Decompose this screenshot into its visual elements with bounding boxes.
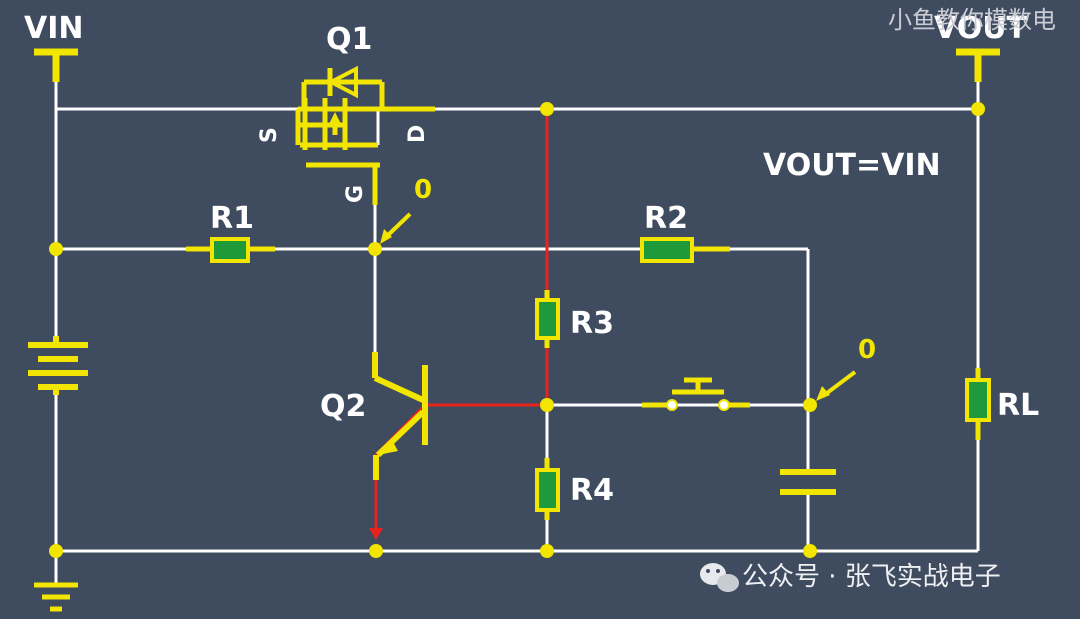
label-q1: Q1 xyxy=(326,22,372,57)
resistor-r3 xyxy=(535,290,560,348)
label-r4: R4 xyxy=(570,473,614,508)
ground-symbol xyxy=(34,582,78,612)
current-path xyxy=(374,109,549,532)
label-vout: VOUT xyxy=(934,11,1028,46)
label-vin: VIN xyxy=(24,11,84,46)
resistor-r1 xyxy=(186,237,275,263)
q2-transistor xyxy=(372,352,428,480)
wires xyxy=(54,80,980,583)
label-rl: RL xyxy=(997,388,1039,423)
equation-text: VOUT=VIN xyxy=(763,148,941,183)
node-g-value: 0 xyxy=(414,175,432,205)
footer-text: 公众号 · 张飞实战电子 xyxy=(742,562,1001,592)
resistor-r2 xyxy=(640,237,730,263)
watermark-text: 小鱼教你模数电 xyxy=(888,6,1056,34)
vin-terminal xyxy=(34,48,78,82)
label-d: D xyxy=(405,125,430,143)
label-q2: Q2 xyxy=(320,389,366,424)
battery xyxy=(28,336,88,395)
node-switch-value: 0 xyxy=(858,335,876,365)
vout-terminal xyxy=(956,48,1000,82)
node-switch-annotation xyxy=(816,370,857,401)
resistor-rl xyxy=(965,368,991,440)
current-arrow xyxy=(369,528,383,540)
label-r2: R2 xyxy=(644,201,688,236)
wechat-icon xyxy=(700,563,739,592)
node-g-annotation xyxy=(380,212,412,244)
junctions xyxy=(49,102,985,558)
label-r3: R3 xyxy=(570,306,614,341)
resistor-r4 xyxy=(535,458,560,520)
push-button-switch xyxy=(642,377,750,411)
label-s: S xyxy=(257,127,282,143)
capacitor xyxy=(780,469,836,495)
label-g: G xyxy=(343,185,368,203)
label-r1: R1 xyxy=(210,201,254,236)
q1-mosfet xyxy=(295,65,435,205)
